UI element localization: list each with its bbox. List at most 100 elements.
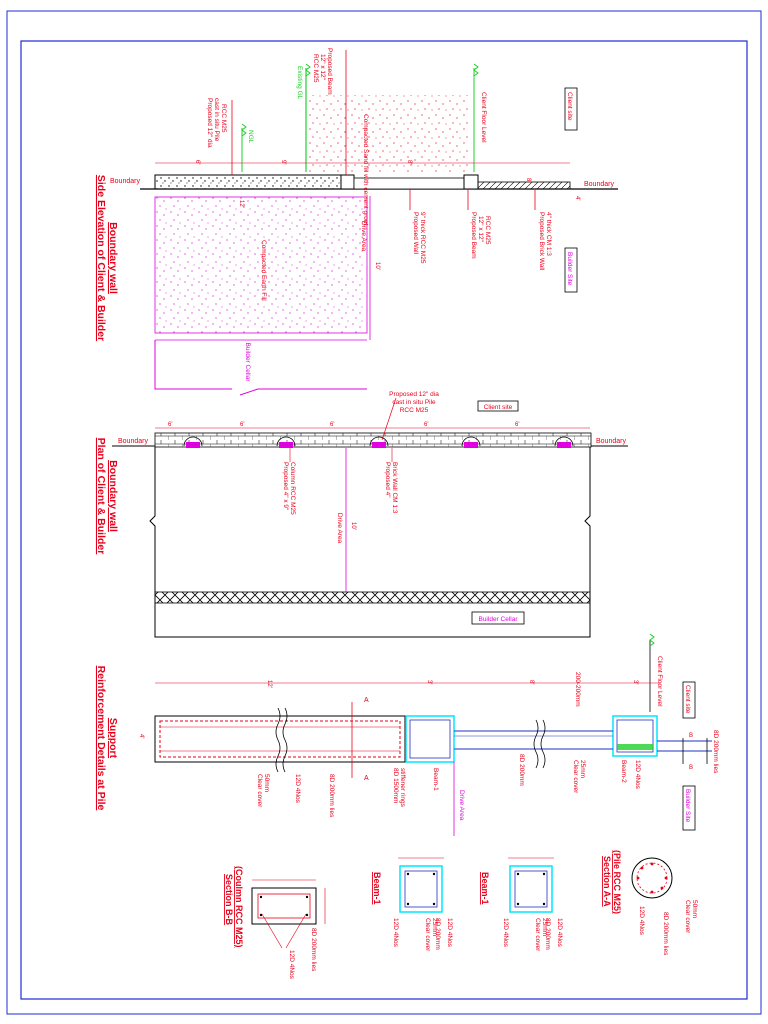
elev-boundary-right: Boundary [584,181,614,188]
beam1-block [405,715,455,763]
reinf-client-site-box [682,681,696,719]
elev-beam-top-line2: 12" x 12" [319,54,326,81]
elev-beam-top-line1: Proposed Beam [326,48,333,95]
beam1-left-bars-2: 12D 4Nos [392,918,399,948]
side-elevation-title-line2: Boundary wall [107,222,119,294]
elev-beam-line3: RCC M25 [484,216,491,245]
marker-b-right: B [689,765,693,771]
elev-compacted-earth: Compacted Earth Fill [260,240,267,301]
grass-mark-1 [305,63,311,77]
beam1-right-cover-b: 25mm [541,918,548,936]
plan-builder-cellar-box [471,611,525,625]
elev-client-site: Client site [566,92,573,121]
plan-column-line2: Column RCC M25 [289,462,296,515]
beam1-section-left [399,865,443,913]
elev-dim-6: 4' [574,196,580,200]
plan-pile-label-1: Proposed 12" dia [389,391,439,398]
beam1-right-bars: 12D 4Nos [556,918,563,948]
section-bb-title-1: Section B-B [224,874,234,926]
plan-dim-5: 6' [515,422,519,428]
plan-dim-1: 6' [168,422,172,428]
reinf-builder-site: Builder Site [684,789,691,823]
reinforcement-section: Reinforcement Details at Pile Support A … [95,633,719,980]
elev-brick-wall-line1: Proposed Brick Wall [538,212,545,271]
elev-client-site-box [564,87,578,131]
beam1-section-right [509,865,553,913]
plan-brick-line1: Proposed 4" [384,462,391,498]
wall-strip [353,177,465,190]
section-aa-title-2: (Pile RCC M25) [612,850,622,914]
reinf-clear-cover-1b: 50mm [263,774,270,792]
elev-ngl: NGL [247,130,254,144]
elev-pile-line2: cast in situ Pile [213,98,220,142]
reinf-title-line2: Support [107,718,119,759]
builder-cellar-outline [154,340,232,390]
plan-site-outline [149,447,591,638]
beam1-right-cover: Clear cover [534,918,541,952]
top-slab [154,174,342,190]
compacted-sand-area [308,95,468,173]
pile-break-mark [275,707,281,773]
elev-dim-4: 8' [525,178,531,182]
beam1-right-ties: 8D 200mm [544,918,551,950]
plan-boundary-right: Boundary [596,438,626,445]
inner-frame [20,40,748,1000]
reinf-bars-1: 12D 4Nos [294,774,301,804]
reinf-client-site: Client site [684,685,691,714]
elev-pile-line3: RCC M25 [220,104,227,133]
section-aa-ties: 8D 200mm lies [662,912,669,956]
plan-pile-label-3: RCC M25 [400,407,429,414]
reinf-spacing-top: 200-200mm [574,672,581,707]
plan-section: Plan of Client & Builder Boundary wall B… [95,391,628,638]
plan-pile-3 [369,436,389,448]
plan-crosshatch-strip [154,591,591,604]
beam1-left-cover: Clear cover [424,918,431,952]
plan-pile-1 [183,436,203,448]
reinf-drive-area: Drive Area [458,790,465,821]
builder-cellar-outline-2 [239,388,367,396]
reinf-clear-cover-2: Clear cover [572,760,579,794]
plan-boundary-left: Boundary [118,438,148,445]
plan-pile-2 [276,436,296,448]
reinf-dim-4: 4' [138,734,144,738]
beam-right-block [463,174,479,190]
plan-title-line2: Boundary wall [107,460,119,532]
plan-builder-cellar: Builder Cellar [478,616,518,623]
plan-dim-10: 10' [350,522,356,530]
elev-builder-cellar: Builder Cellar [244,342,251,382]
marker-a-bottom: A [364,775,369,782]
plan-pile-label-2: cast in situ Pile [392,399,436,406]
beam1-left-ties: 8D 200mm [434,918,441,950]
elev-dim-5: 12' [238,200,244,208]
pile-rebar-cage [159,720,401,758]
beam1-left-cover-b: 25mm [431,918,438,936]
plan-brick-line2: Brick Wall CM 1:3 [391,462,398,514]
reinf-ties-right: 8D 200mm lies [712,730,719,774]
elev-compacted-sand: Compacted Sand fill with cement grout [362,114,369,225]
reinf-beam2-label: Beam-2 [620,760,627,783]
section-bb-ties: 8D 200mm lies [310,928,317,972]
elev-drive-area: Drive Area [360,221,367,252]
reinf-ties-1: 8D 200mm lies [328,774,335,818]
elev-builder-site-box [564,247,578,293]
elev-beam-top-line3: RCC M25 [312,54,319,83]
reinf-title-line1: Reinforcement Details at Pile [95,666,107,811]
plan-title-line1: Plan of Client & Builder [95,438,107,555]
plan-dim-2: 6' [240,422,244,428]
section-aa-title-1: Section A-A [602,856,612,907]
beam1-section-right-title: Beam-1 [480,872,490,905]
reinf-clear-cover-1: Clear cover [256,774,263,808]
outer-frame [6,10,762,1015]
elev-client-floor-level: Client Floor Level [480,92,487,143]
grass-mark-3 [473,63,479,77]
section-aa-cover-1: Clear cover [684,900,691,934]
beam1-left-bars: 12D 4Nos [446,918,453,948]
elev-existing-gl: Existing GL [296,66,303,100]
elev-beam-line1: Proposed Beam [470,212,477,259]
reinf-dim-12: 12' [266,680,272,688]
reinf-dim-8: 8' [528,680,534,684]
reinf-dim-3a: 3' [426,680,432,684]
elev-dim-3: 8' [406,160,412,164]
side-elevation-title-line1: Side Elevation of Client & Builder [95,175,107,341]
elev-brick-wall-line2: 4" thick CM 1:3 [545,212,552,256]
